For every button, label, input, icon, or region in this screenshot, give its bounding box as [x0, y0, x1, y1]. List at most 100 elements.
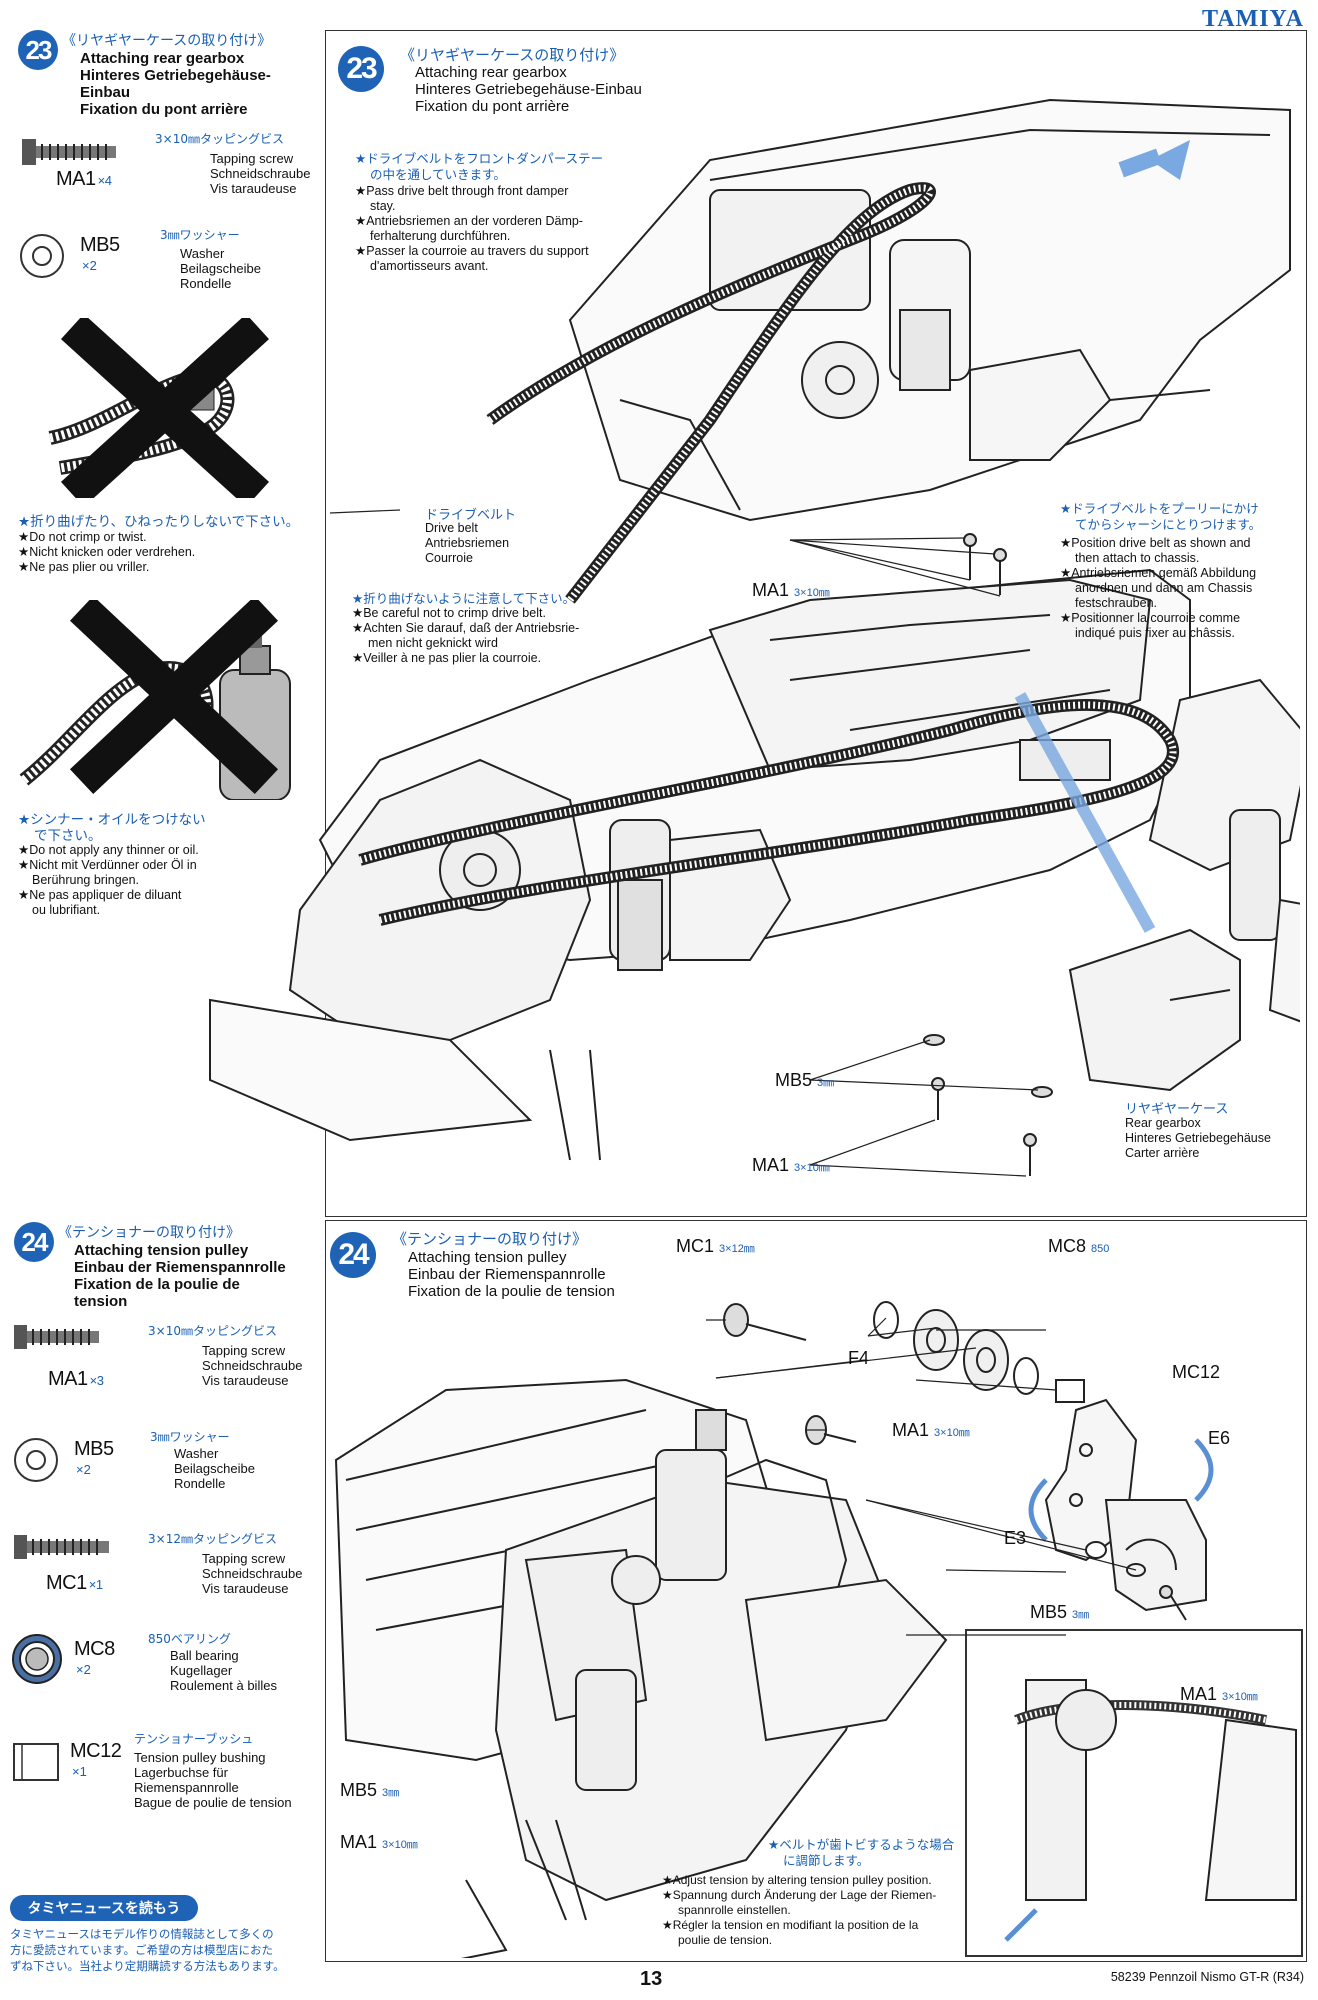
- warning-fr: ★Ne pas plier ou vriller.: [18, 560, 150, 574]
- callout-ma1: MA1 3×10㎜: [752, 1155, 830, 1175]
- note-jp-cont: に調節します。: [783, 1853, 870, 1868]
- washer-icon: [20, 234, 64, 278]
- note-de: ★Antriebsriemen an der vorderen Dämp-: [355, 214, 583, 228]
- note-de-cont: anordnen und dann am Chassis: [1075, 581, 1253, 595]
- tension-pulley-assembly-illustration: [334, 1301, 1303, 1958]
- tamiya-news-text: 方に愛読されています。ご希望の方は模型店におた: [10, 1943, 274, 1957]
- part-size-jp: 3×10㎜タッピングビス: [155, 132, 284, 146]
- note-en: ★Pass drive belt through front damper: [355, 184, 569, 198]
- part-name-fr: Vis taraudeuse: [202, 1581, 289, 1596]
- step-title-de: Einbau der Riemenspannrolle: [408, 1266, 606, 1283]
- part-name-en: Tension pulley bushing: [134, 1750, 266, 1765]
- page-number: 13: [640, 1968, 663, 1990]
- callout-mb5: MB5 3㎜: [775, 1070, 835, 1090]
- part-name-fr: Roulement à billes: [170, 1678, 277, 1693]
- step-number-badge: 23: [338, 46, 384, 92]
- oil-spray-warning-illustration: [19, 600, 291, 800]
- gearbox-label-en: Rear gearbox: [1125, 1116, 1201, 1130]
- part-name-de: Beilagscheibe: [174, 1461, 255, 1476]
- warning-jp-cont: で下さい。: [34, 828, 102, 844]
- tapping-screw-icon: [22, 139, 116, 165]
- tapping-screw-icon: [14, 1535, 109, 1559]
- callout-f4: F4: [848, 1348, 870, 1368]
- step-title-jp: 《テンショナーの取り付け》: [58, 1225, 240, 1241]
- note-de: ★Spannung durch Änderung der Lage der Ri…: [662, 1888, 937, 1902]
- step-title-de: Hinteres Getriebegehäuse-: [80, 67, 271, 84]
- note-jp: ★折り曲げないように注意して下さい。: [352, 591, 576, 606]
- tapping-screw-icon: [14, 1325, 99, 1349]
- note-de-cont: men nicht geknickt wird: [368, 636, 498, 650]
- callout-ma1: MA1 3×10㎜: [340, 1832, 418, 1852]
- part-name-de: Beilagscheibe: [180, 261, 261, 276]
- step-title-de: Hinteres Getriebegehäuse-Einbau: [415, 81, 642, 98]
- gearbox-label-de: Hinteres Getriebegehäuse: [1125, 1131, 1271, 1145]
- step-title-de: Einbau der Riemenspannrolle: [74, 1259, 286, 1276]
- drive-belt-label-en: Drive belt: [425, 521, 478, 535]
- part-qty: ×2: [76, 1662, 91, 1677]
- step-title-fr: Fixation de la poulie de tension: [408, 1283, 615, 1300]
- part-code: MC12: [70, 1740, 122, 1762]
- part-name-en: Tapping screw: [202, 1343, 286, 1358]
- part-name-de: Schneidschraube: [202, 1566, 303, 1581]
- note-en: ★Position drive belt as shown and: [1060, 536, 1251, 550]
- part-size-jp: テンショナーブッシュ: [134, 1732, 254, 1746]
- warning-fr-cont: ou lubrifiant.: [32, 903, 101, 917]
- part-name-en: Washer: [174, 1446, 219, 1461]
- part-code: MB5: [80, 234, 120, 256]
- callout-ma1: MA1 3×10㎜: [752, 580, 830, 600]
- step-title-fr-cont: tension: [74, 1293, 128, 1310]
- warning-fr: ★Ne pas appliquer de diluant: [18, 888, 182, 902]
- callout-ma1: MA1 3×10㎜: [892, 1420, 970, 1440]
- callout-mc8: MC8 850: [1048, 1236, 1110, 1256]
- step-title-fr: Fixation du pont arrière: [80, 101, 248, 118]
- drive-belt-label-jp: ドライブベルト: [425, 508, 517, 523]
- step-title-jp: 《リヤギヤーケースの取り付け》: [400, 46, 625, 64]
- part-size-jp: 850ベアリング: [148, 1632, 231, 1646]
- note-jp-cont: の中を通していきます。: [370, 167, 506, 182]
- warning-jp: ★シンナー・オイルをつけない: [18, 812, 206, 828]
- step-title-jp: 《リヤギヤーケースの取り付け》: [62, 33, 272, 49]
- part-name-de: Schneidschraube: [202, 1358, 303, 1373]
- part-size-jp: 3㎜ワッシャー: [150, 1430, 230, 1444]
- part-name-fr: Rondelle: [180, 276, 232, 291]
- part-name-fr: Rondelle: [174, 1476, 226, 1491]
- note-de-cont: ferhalterung durchführen.: [370, 229, 511, 243]
- tamiya-news-banner: タミヤニュースを読もう: [10, 1895, 198, 1921]
- tamiya-news-text: ずね下さい。当社より定期購読する方法もあります。: [10, 1959, 285, 1973]
- note-en-cont: then attach to chassis.: [1075, 551, 1200, 565]
- note-fr: ★Régler la tension en modifiant la posit…: [662, 1918, 919, 1932]
- step-24-panel: [325, 1220, 1307, 1962]
- part-size-jp: 3×12㎜タッピングビス: [148, 1532, 277, 1546]
- note-fr-cont: poulie de tension.: [678, 1933, 773, 1947]
- gearbox-label-jp: リヤギヤーケース: [1125, 1102, 1229, 1117]
- part-qty: ×1: [72, 1764, 87, 1779]
- part-name-de: Schneidschraube: [210, 166, 311, 181]
- note-fr: ★Veiller à ne pas plier la courroie.: [352, 651, 542, 665]
- note-fr-cont: indiqué puis fixer au châssis.: [1075, 626, 1235, 640]
- note-de: ★Achten Sie darauf, daß der Antriebsrie-: [352, 621, 580, 635]
- drive-belt-label-de: Antriebsriemen: [425, 536, 510, 550]
- step-title-en: Attaching rear gearbox: [415, 64, 567, 81]
- warning-en: ★Do not apply any thinner or oil.: [18, 843, 199, 857]
- note-en: ★Be careful not to crimp drive belt.: [352, 606, 546, 620]
- step-title-en: Attaching tension pulley: [74, 1242, 249, 1259]
- brand-logo: TAMIYA: [1201, 6, 1304, 32]
- warning-jp: ★折り曲げたり、ひねったりしないで下さい。: [18, 514, 300, 530]
- part-size-jp: 3㎜ワッシャー: [160, 228, 240, 242]
- bushing-icon: [13, 1743, 59, 1781]
- gearbox-label-fr: Carter arrière: [1125, 1146, 1200, 1160]
- note-jp: ★ベルトが歯トビするような場合: [768, 1837, 955, 1852]
- part-name-fr: Vis taraudeuse: [210, 181, 297, 196]
- note-jp: ★ドライブベルトをプーリーにかけ: [1060, 501, 1259, 516]
- step-number-badge: 24: [330, 1232, 376, 1278]
- note-jp: ★ドライブベルトをフロントダンパーステー: [355, 151, 604, 166]
- step-title-en: Attaching tension pulley: [408, 1249, 567, 1266]
- note-de-cont: spannrolle einstellen.: [678, 1903, 791, 1917]
- part-name-de: Lagerbuchse für: [134, 1765, 228, 1780]
- part-name-fr: Vis taraudeuse: [202, 1373, 289, 1388]
- step-title-en: Attaching rear gearbox: [80, 50, 245, 67]
- part-name-en: Washer: [180, 246, 225, 261]
- callout-ma1: MA1 3×10㎜: [1180, 1684, 1258, 1704]
- footer-model: 58239 Pennzoil Nismo GT-R (R34): [1110, 1970, 1304, 1984]
- note-fr-cont: d'amortisseurs avant.: [370, 259, 489, 273]
